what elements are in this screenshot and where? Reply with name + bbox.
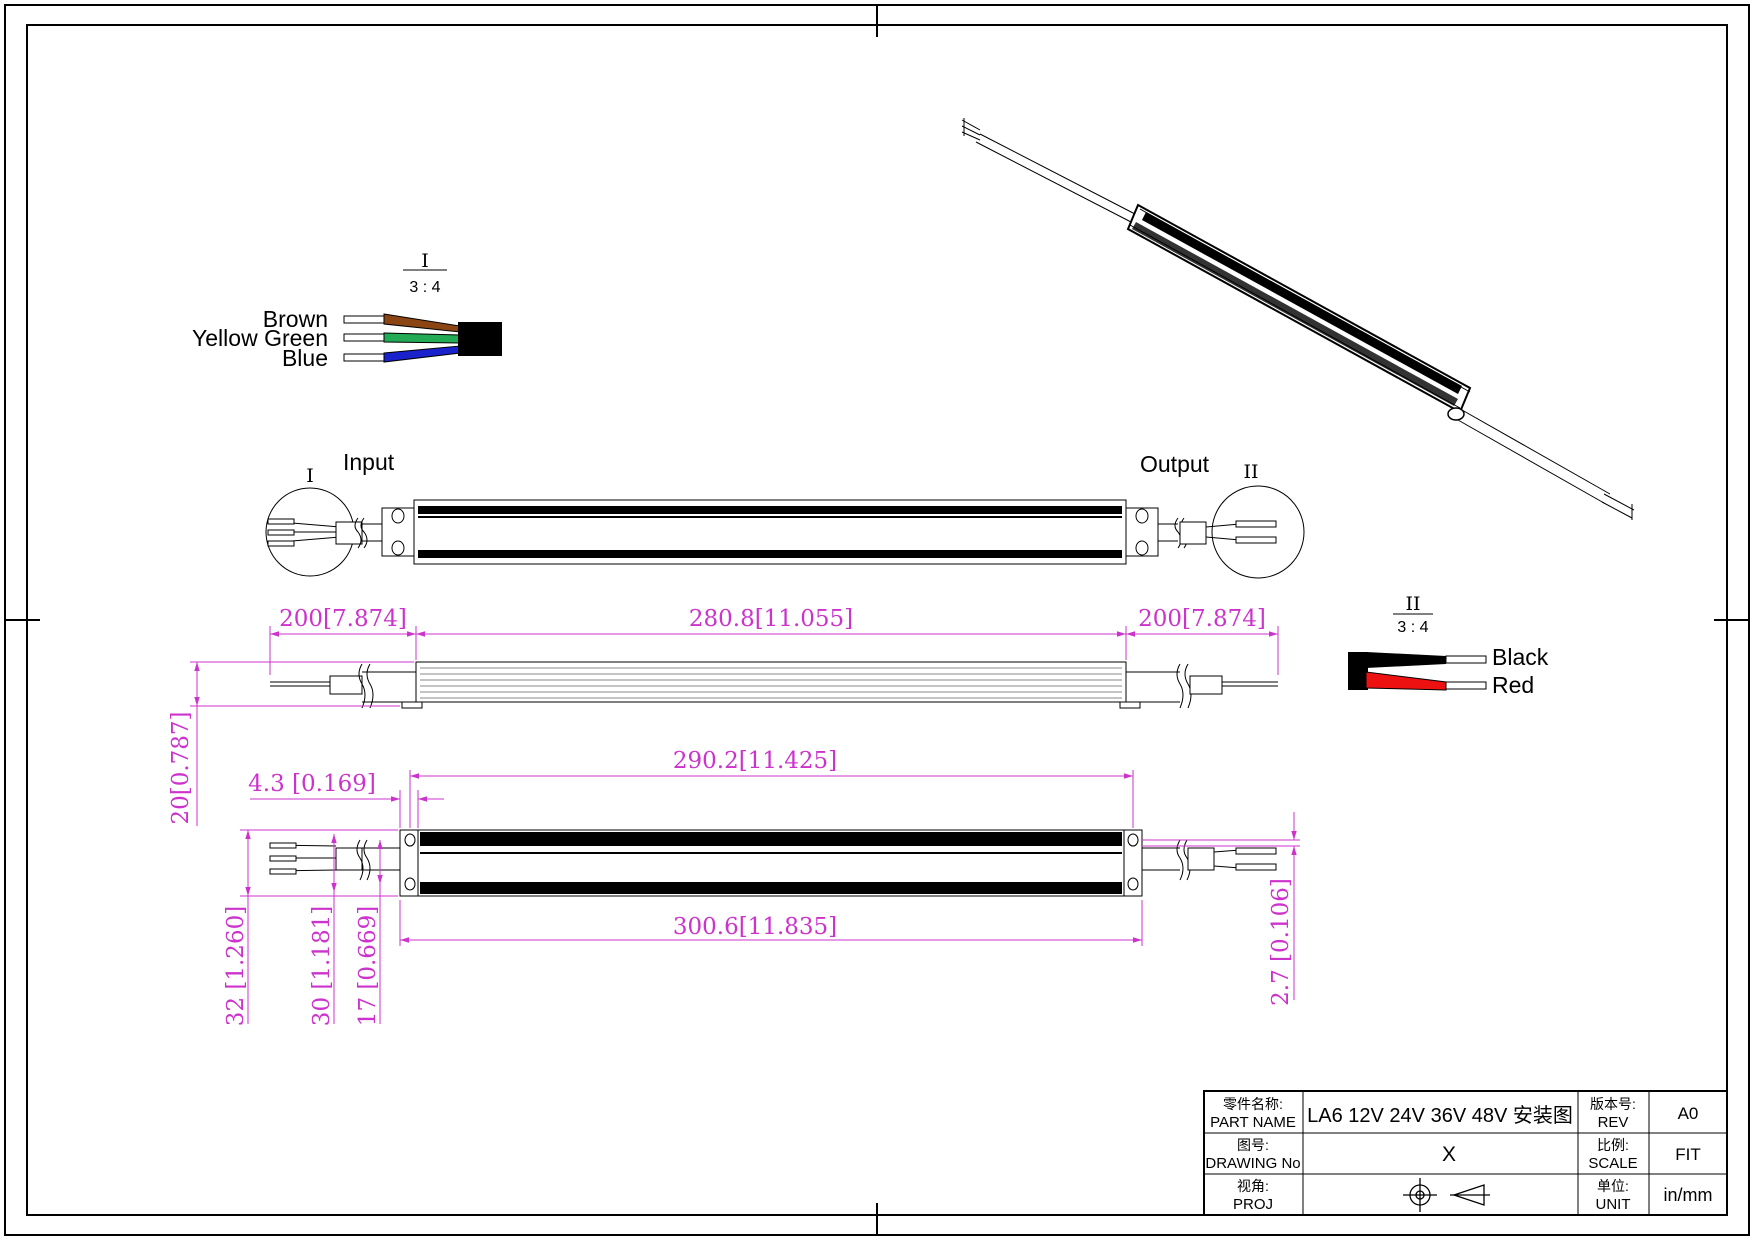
- top-view: [269, 829, 1277, 897]
- detail-i-scale: 3 : 4: [409, 279, 440, 296]
- rev-value: A0: [1678, 1104, 1699, 1123]
- rev-label-en: REV: [1598, 1114, 1629, 1131]
- scale-label-cn: 比例:: [1597, 1137, 1629, 1153]
- projection-symbol-icon: [1403, 1178, 1490, 1212]
- dim-height: 20[0.787]: [168, 711, 194, 824]
- side-view: [270, 661, 1278, 709]
- drawing-no-label-en: DRAWING No: [1205, 1155, 1300, 1172]
- input-circle-marker: I: [306, 465, 314, 487]
- unit-label-cn: 单位:: [1597, 1178, 1629, 1194]
- detail-input-wires: I 3 : 4 Brown Yellow Green Blue: [192, 250, 502, 371]
- dimension-texts: 200[7.874] 280.8[11.055] 200[7.874] 290.…: [168, 606, 1294, 1026]
- center-marks: [5, 5, 1749, 1235]
- drawing-no-value: X: [1442, 1143, 1456, 1166]
- detail-ii-marker: II: [1405, 593, 1420, 615]
- output-circle-marker: II: [1243, 461, 1258, 483]
- proj-label-en: PROJ: [1233, 1196, 1273, 1213]
- dim-width-30: 30 [1.181]: [309, 906, 335, 1026]
- part-name-label-cn: 零件名称:: [1223, 1096, 1283, 1112]
- dim-hole-pitch: 290.2[11.425]: [673, 748, 837, 774]
- wire-label-red: Red: [1492, 672, 1534, 698]
- proj-label-cn: 视角:: [1237, 1178, 1269, 1194]
- drawing-no-label-cn: 图号:: [1237, 1137, 1269, 1153]
- dim-width-17: 17 [0.669]: [355, 906, 381, 1026]
- output-label: Output: [1140, 451, 1210, 477]
- outer-border: [4, 4, 1750, 1236]
- wire-label-black: Black: [1492, 644, 1549, 670]
- dim-body-length: 280.8[11.055]: [689, 606, 853, 632]
- input-label: Input: [343, 449, 395, 475]
- isometric-product-view: [961, 118, 1635, 520]
- detail-ii-scale: 3 : 4: [1397, 619, 1428, 636]
- detail-i-marker: I: [421, 250, 429, 272]
- front-view: Input Output I II: [265, 449, 1305, 579]
- dimension-lines: [190, 626, 1300, 1024]
- scale-value: FIT: [1675, 1145, 1701, 1164]
- rev-label-cn: 版本号:: [1590, 1096, 1636, 1112]
- wire-label-blue: Blue: [282, 345, 328, 371]
- wire-label-yellow-green: Yellow Green: [192, 325, 328, 351]
- dim-width-32: 32 [1.260]: [223, 906, 249, 1026]
- unit-value: in/mm: [1664, 1185, 1713, 1205]
- dim-hole-offset: 4.3 [0.169]: [248, 771, 376, 797]
- part-name-value: LA6 12V 24V 36V 48V 安装图: [1307, 1104, 1573, 1127]
- dim-flange: 2.7 [0.106]: [1268, 878, 1294, 1006]
- dim-lead-left: 200[7.874]: [279, 606, 407, 632]
- scale-label-en: SCALE: [1588, 1155, 1637, 1172]
- part-name-label-en: PART NAME: [1210, 1114, 1296, 1131]
- dim-overall-length: 300.6[11.835]: [673, 914, 837, 940]
- dim-lead-right: 200[7.874]: [1138, 606, 1266, 632]
- wire-label-brown: Brown: [263, 306, 328, 332]
- unit-label-en: UNIT: [1596, 1196, 1631, 1213]
- title-block: 零件名称: PART NAME LA6 12V 24V 36V 48V 安装图 …: [1203, 1090, 1728, 1216]
- detail-output-wires: II 3 : 4 Black Red: [1348, 593, 1549, 698]
